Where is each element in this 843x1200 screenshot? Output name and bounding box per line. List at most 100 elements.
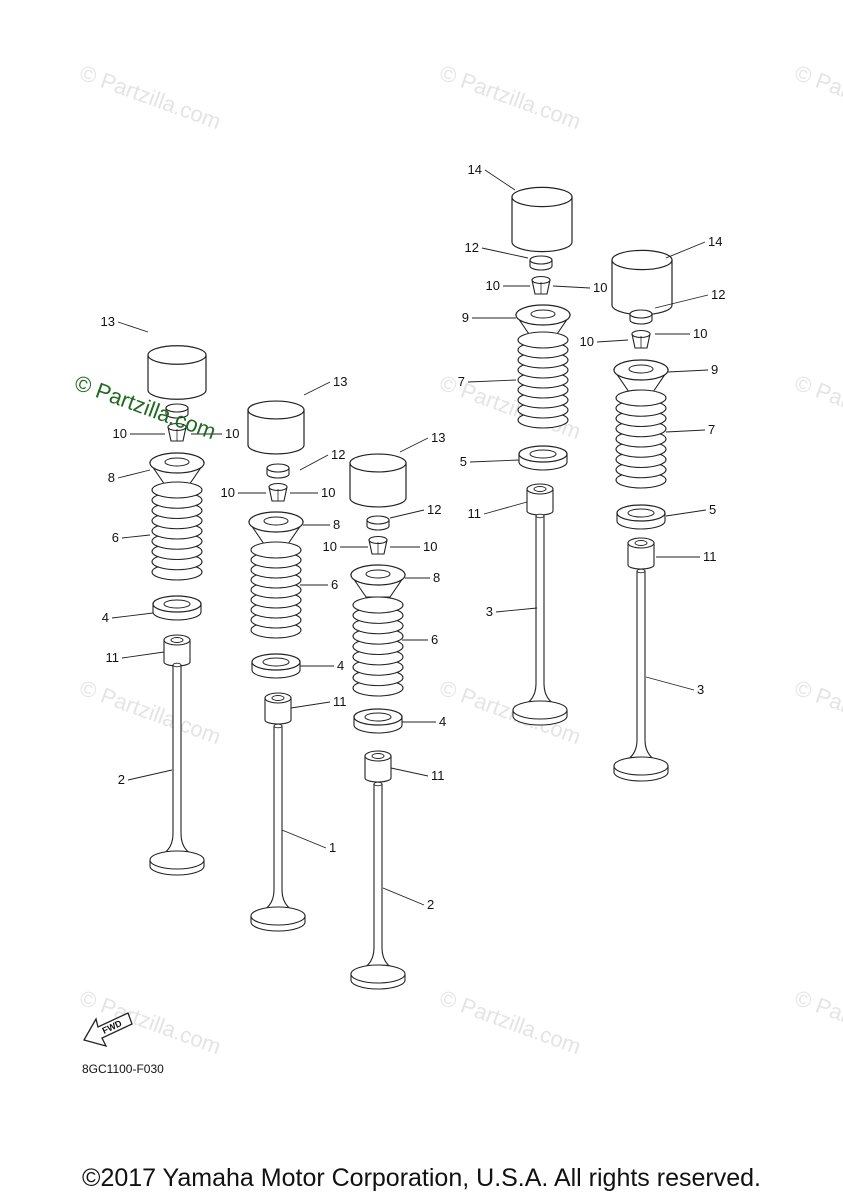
callout-number: 1 [329, 840, 336, 855]
valve-head-face [613, 756, 669, 776]
valve-spring-retainer [247, 511, 305, 545]
bucket-top [147, 345, 207, 365]
adjusting-shim [529, 255, 553, 271]
callout-number: 8 [108, 470, 115, 485]
valve-spring-seat [353, 708, 403, 734]
valve-spring [250, 541, 302, 639]
callout-leader [665, 429, 706, 433]
spring-coil [352, 596, 404, 614]
valve-stem [149, 664, 205, 861]
valve-spring [615, 389, 667, 489]
callout-number: 5 [460, 454, 467, 469]
valve-spring-seat [616, 504, 666, 530]
valve-stem-seal [163, 634, 191, 667]
valve-stem [350, 783, 406, 975]
bucket-body [511, 196, 573, 253]
callout-number: 8 [333, 517, 340, 532]
adjusting-shim [266, 463, 290, 479]
callout-number: 7 [708, 422, 715, 437]
callout-number: 9 [711, 362, 718, 377]
callout-leader [399, 437, 429, 453]
valve [512, 513, 568, 726]
adjusting-shim [629, 309, 653, 325]
adjusting-shim [366, 515, 390, 531]
callout-leader [303, 381, 331, 396]
callout-number: 10 [323, 539, 337, 554]
callout-number: 4 [439, 714, 446, 729]
callout-leader [111, 612, 154, 619]
seal-hole [170, 637, 184, 643]
valve-stem-seal [364, 750, 392, 783]
bucket-top [349, 453, 407, 473]
valve-lifter-bucket [349, 453, 407, 508]
bucket-body [349, 462, 407, 508]
callout-leader [127, 769, 173, 781]
valve [613, 568, 669, 782]
callout-number: 11 [333, 694, 347, 709]
shim-top [165, 403, 189, 413]
callout-leader [117, 469, 151, 479]
callout-leader [290, 701, 331, 709]
valve-lifter-bucket [247, 400, 305, 455]
callout-number: 6 [331, 577, 338, 592]
callout-number: 13 [333, 374, 347, 389]
valve-spring [352, 596, 404, 697]
valve-cotter [167, 422, 187, 442]
valve-spring-seat [518, 445, 568, 471]
valve-head-face [350, 964, 406, 984]
callout-leader [467, 379, 517, 383]
valve-stem-seal [264, 692, 292, 725]
callout-leader [117, 321, 149, 333]
callout-number: 14 [708, 234, 722, 249]
callout-number: 12 [427, 502, 441, 517]
valve [350, 781, 406, 990]
valve-spring-retainer [148, 452, 206, 486]
callout-number: 10 [693, 326, 707, 341]
seat-hole [627, 508, 655, 518]
callout-number: 13 [101, 314, 115, 329]
callout-number: 10 [113, 426, 127, 441]
shim-top [529, 255, 553, 265]
valve [149, 662, 205, 876]
seat-hole [364, 712, 392, 722]
callout-leader [667, 369, 709, 373]
callout-number: 12 [711, 287, 725, 302]
callout-number: 11 [703, 549, 717, 564]
callout-leader [483, 501, 528, 515]
callout-leader [121, 534, 151, 539]
callout-number: 5 [709, 502, 716, 517]
valve-spring-retainer [612, 359, 670, 393]
valve-spring-seat [152, 595, 202, 621]
valve-tip [373, 781, 383, 787]
valve-cotter [531, 275, 551, 295]
valve-spring [517, 331, 569, 429]
diagram-code: 8GC1100-F030 [82, 1062, 164, 1076]
callout-number: 8 [433, 570, 440, 585]
callout-number: 10 [225, 426, 239, 441]
callout-number: 3 [486, 604, 493, 619]
callout-number: 10 [423, 539, 437, 554]
bucket-top [611, 249, 673, 271]
callout-leader [665, 509, 707, 517]
valve-spring [151, 481, 203, 581]
valve-stem [250, 725, 306, 917]
callout-number: 4 [337, 658, 344, 673]
callout-number: 2 [118, 772, 125, 787]
valve-stem-seal [526, 483, 554, 516]
callout-leader [552, 285, 591, 289]
valve [250, 723, 306, 932]
callout-number: 12 [465, 240, 479, 255]
callout-number: 3 [697, 682, 704, 697]
callout-number: 2 [427, 897, 434, 912]
valve-stem-seal [627, 537, 655, 570]
retainer-hole [263, 516, 289, 526]
valve-stem [512, 515, 568, 711]
retainer-hole [164, 457, 190, 467]
bucket-top [511, 186, 573, 208]
bucket-body [147, 354, 207, 400]
valve-cotter [368, 535, 388, 555]
seal-hole [371, 753, 385, 759]
adjusting-shim [165, 403, 189, 419]
valve-spring-seat [251, 653, 301, 679]
